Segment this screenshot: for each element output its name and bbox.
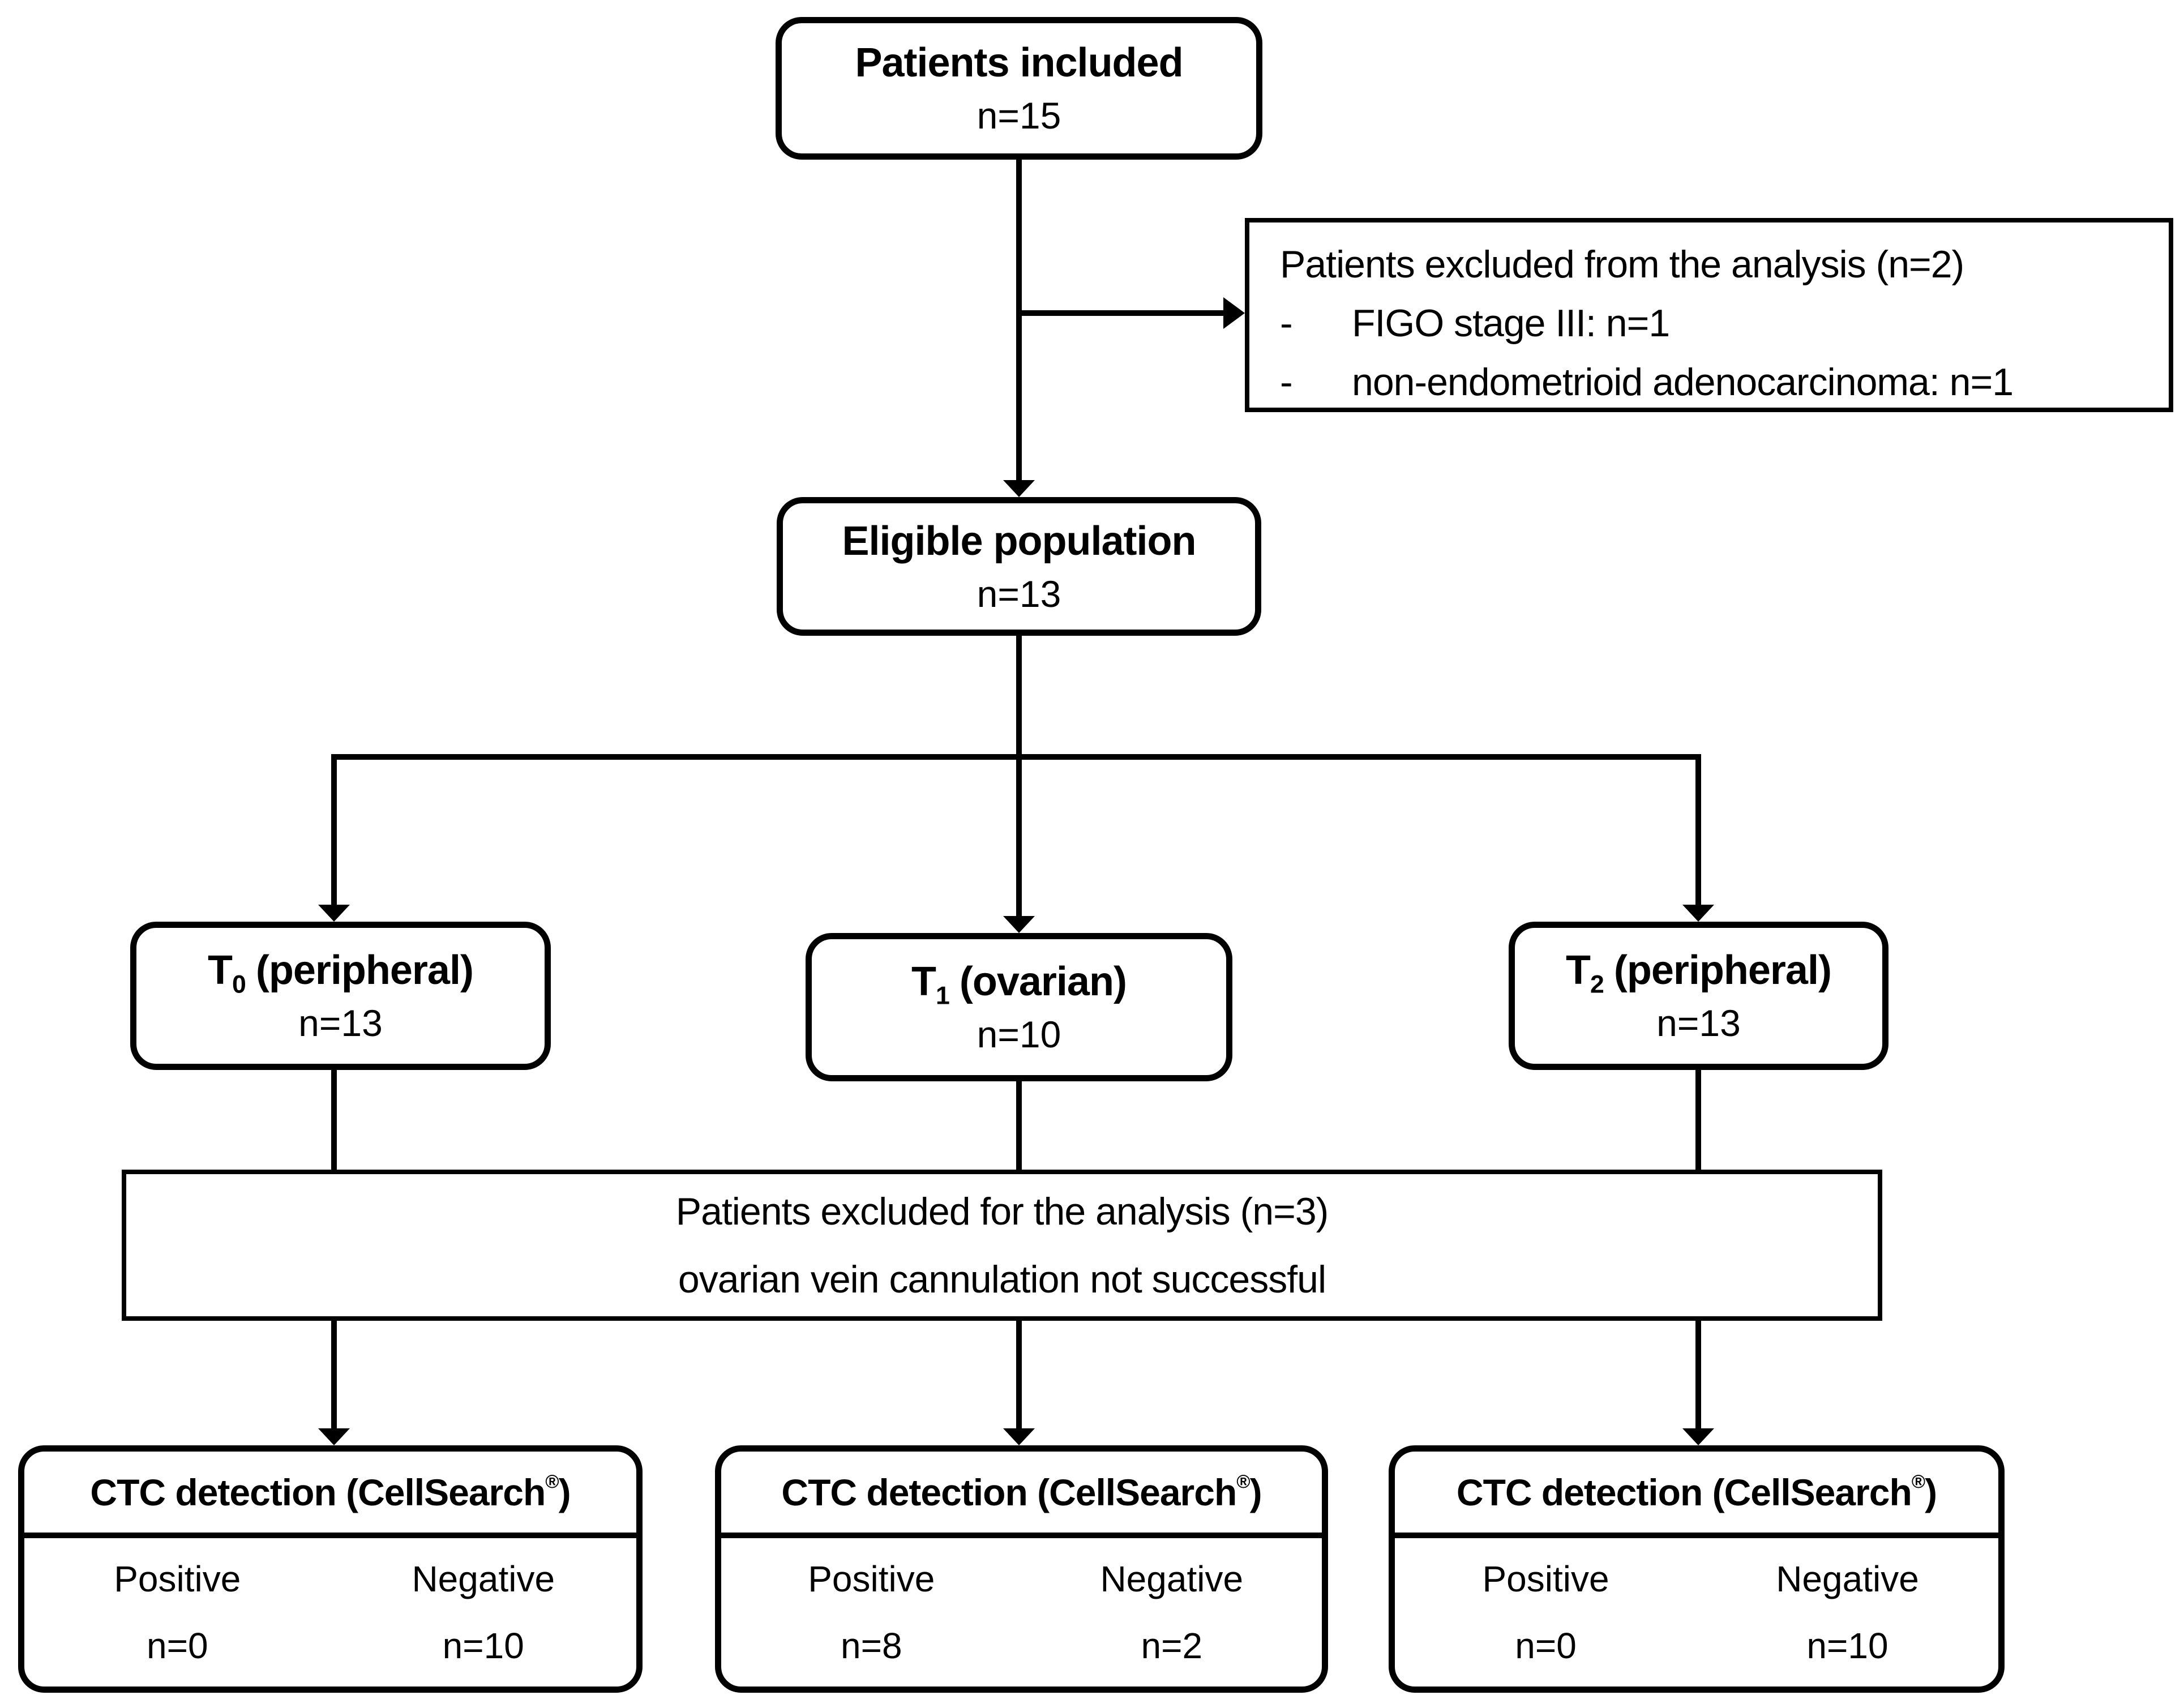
ctc-positive-column: Positive n=8 xyxy=(721,1538,1022,1687)
node-ctc-detection-t1: CTC detection (CellSearch®) Positive n=8… xyxy=(715,1445,1328,1693)
bullet-dash: - xyxy=(1280,302,1293,345)
node-ctc-detection-t2: CTC detection (CellSearch®) Positive n=0… xyxy=(1389,1445,2005,1693)
exclusion-heading: Patients excluded from the analysis (n=2… xyxy=(1280,243,1964,286)
exclusion-item: - FIGO stage III: n=1 xyxy=(1280,294,1670,353)
node-title: T2(peripheral) xyxy=(1566,948,1832,999)
node-title: Eligible population xyxy=(842,518,1197,564)
arrowhead-down-icon xyxy=(1682,905,1714,922)
exclusion-item-text: FIGO stage III: n=1 xyxy=(1352,302,1670,345)
connector-excluded-mid-to-ctc-middle xyxy=(1003,1321,1035,1445)
exclusion-line2: ovarian vein cannulation not successful xyxy=(678,1257,1326,1301)
positive-label: Positive xyxy=(1482,1558,1609,1599)
ctc-negative-column: Negative n=10 xyxy=(331,1538,637,1687)
negative-label: Negative xyxy=(412,1558,555,1599)
node-patients-included: Patients included n=15 xyxy=(776,17,1262,160)
positive-count: n=0 xyxy=(146,1625,208,1666)
node-title: Patients included xyxy=(855,40,1183,86)
negative-count: n=10 xyxy=(1806,1625,1888,1666)
ctc-results: Positive n=8 Negative n=2 xyxy=(721,1538,1322,1687)
ctc-results: Positive n=0 Negative n=10 xyxy=(24,1538,636,1687)
connector-branch-to-excluded xyxy=(1019,297,1245,329)
ctc-positive-column: Positive n=0 xyxy=(1395,1538,1697,1687)
node-excluded-for-analysis: Patients excluded for the analysis (n=3)… xyxy=(122,1170,1882,1321)
node-title: T0(peripheral) xyxy=(208,948,474,999)
connector-excluded-mid-to-ctc-left xyxy=(318,1321,350,1445)
connector-split-to-t2 xyxy=(1682,757,1714,922)
node-count: n=13 xyxy=(977,572,1061,615)
connector-excluded-mid-to-ctc-right xyxy=(1682,1321,1714,1445)
node-count: n=13 xyxy=(298,1002,383,1045)
node-excluded-from-analysis: Patients excluded from the analysis (n=2… xyxy=(1245,218,2173,412)
ctc-divider xyxy=(24,1533,636,1538)
arrowhead-down-icon xyxy=(318,1428,350,1445)
connector-split-to-t0 xyxy=(318,757,350,922)
arrowhead-down-icon xyxy=(1682,1428,1714,1445)
exclusion-item: - non-endometrioid adenocarcinoma: n=1 xyxy=(1280,353,2014,412)
ctc-negative-column: Negative n=10 xyxy=(1697,1538,1998,1687)
positive-label: Positive xyxy=(808,1558,935,1599)
exclusion-item-text: non-endometrioid adenocarcinoma: n=1 xyxy=(1352,361,2014,404)
node-ctc-detection-t0: CTC detection (CellSearch®) Positive n=0… xyxy=(18,1445,643,1693)
ctc-results: Positive n=0 Negative n=10 xyxy=(1395,1538,1998,1687)
arrowhead-right-icon xyxy=(1223,297,1245,329)
arrowhead-down-icon xyxy=(1003,1428,1035,1445)
node-arm-t2-peripheral: T2(peripheral) n=13 xyxy=(1509,922,1888,1070)
negative-label: Negative xyxy=(1776,1558,1919,1599)
bullet-dash: - xyxy=(1280,361,1293,404)
arrowhead-down-icon xyxy=(318,905,350,922)
ctc-positive-column: Positive n=0 xyxy=(24,1538,331,1687)
positive-label: Positive xyxy=(114,1558,241,1599)
negative-count: n=10 xyxy=(442,1625,524,1666)
negative-count: n=2 xyxy=(1141,1625,1203,1666)
connector-included-to-eligible xyxy=(1003,160,1035,497)
node-arm-t1-ovarian: T1(ovarian) n=10 xyxy=(806,933,1232,1081)
positive-count: n=8 xyxy=(840,1625,902,1666)
node-count: n=10 xyxy=(977,1013,1061,1056)
node-title: T1(ovarian) xyxy=(911,959,1127,1010)
ctc-negative-column: Negative n=2 xyxy=(1022,1538,1322,1687)
positive-count: n=0 xyxy=(1515,1625,1577,1666)
ctc-title: CTC detection (CellSearch®) xyxy=(781,1471,1262,1513)
ctc-divider xyxy=(721,1533,1322,1538)
negative-label: Negative xyxy=(1100,1558,1244,1599)
ctc-divider xyxy=(1395,1533,1998,1538)
node-eligible-population: Eligible population n=13 xyxy=(777,497,1261,636)
arrowhead-down-icon xyxy=(1003,480,1035,497)
exclusion-line1: Patients excluded for the analysis (n=3) xyxy=(675,1189,1329,1233)
node-arm-t0-peripheral: T0(peripheral) n=13 xyxy=(130,922,551,1070)
ctc-title: CTC detection (CellSearch®) xyxy=(1456,1471,1937,1513)
ctc-title: CTC detection (CellSearch®) xyxy=(90,1471,571,1513)
node-count: n=13 xyxy=(1656,1002,1741,1045)
arrowhead-down-icon xyxy=(1003,916,1035,933)
node-count: n=15 xyxy=(977,95,1061,137)
connector-split-to-t1 xyxy=(1003,757,1035,933)
